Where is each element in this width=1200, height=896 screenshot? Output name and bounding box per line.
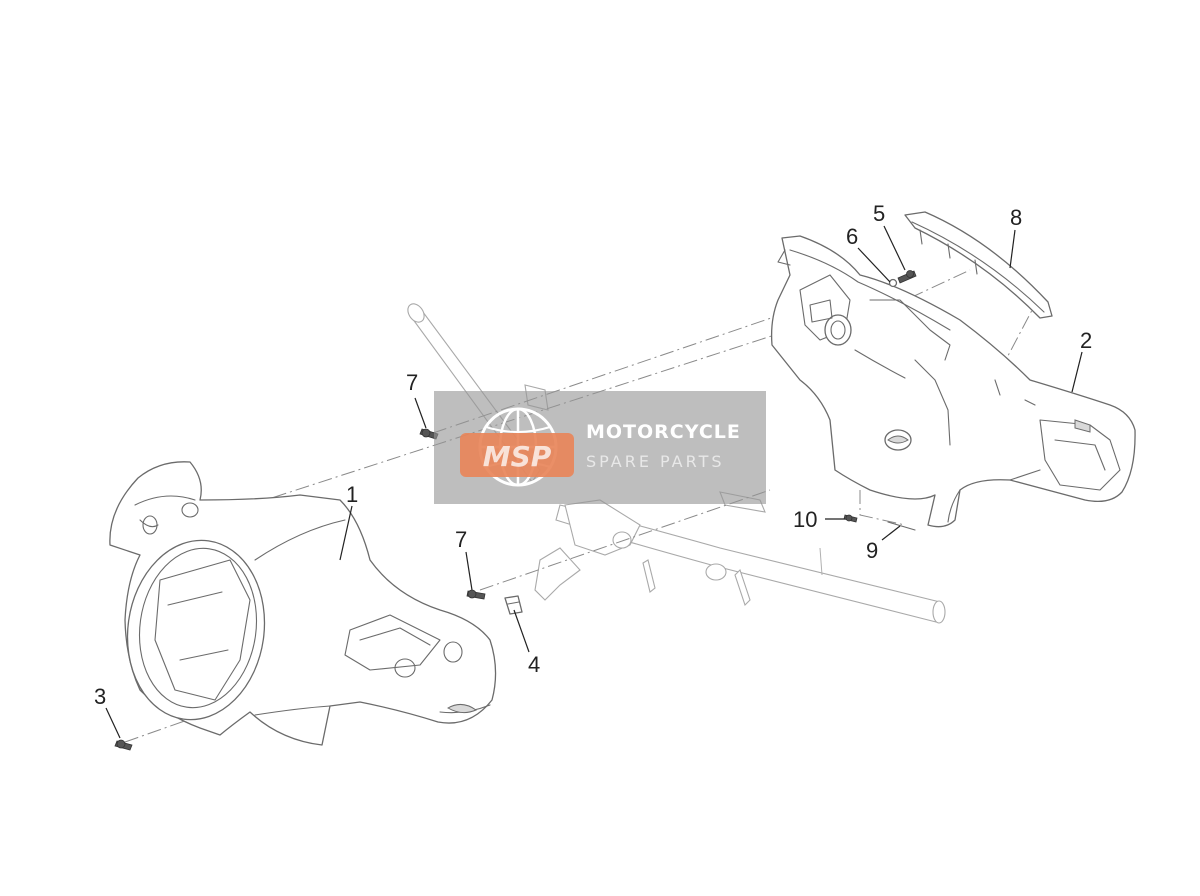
screw-7-upper [419,428,439,440]
callout-3: 3 [94,684,106,709]
callout-4: 4 [528,652,540,677]
watermark-line-2: SPARE PARTS [586,452,725,471]
logo-text: MSP [483,440,552,473]
callout-10: 10 [793,507,817,532]
screw-10 [843,514,858,523]
callout-7-upper: 7 [406,370,418,395]
part-1-front-handlebar-cover [109,461,497,746]
clip-nut-4 [504,595,523,615]
watermark-banner: MSP MOTORCYCLE SPARE PARTS [434,391,766,504]
cable-tie-9 [887,521,916,531]
callout-9: 9 [866,538,878,563]
callout-5: 5 [873,201,885,226]
part-8-trim-strip [904,211,1053,319]
watermark-line-1: MOTORCYCLE [586,421,741,443]
screw-5 [897,270,917,284]
callout-6: 6 [846,224,858,249]
handlebar-tube-ghost [407,303,946,624]
msp-logo-icon: MSP [460,407,574,487]
callout-1: 1 [346,482,358,507]
washer-6 [888,278,898,288]
leader-lines [105,225,1083,739]
screw-7-lower [466,589,486,600]
part-2-rear-handlebar-cover [770,235,1136,528]
callout-8: 8 [1010,205,1022,230]
callout-7-lower: 7 [455,527,467,552]
callout-2: 2 [1080,328,1092,353]
screw-3 [114,739,133,751]
